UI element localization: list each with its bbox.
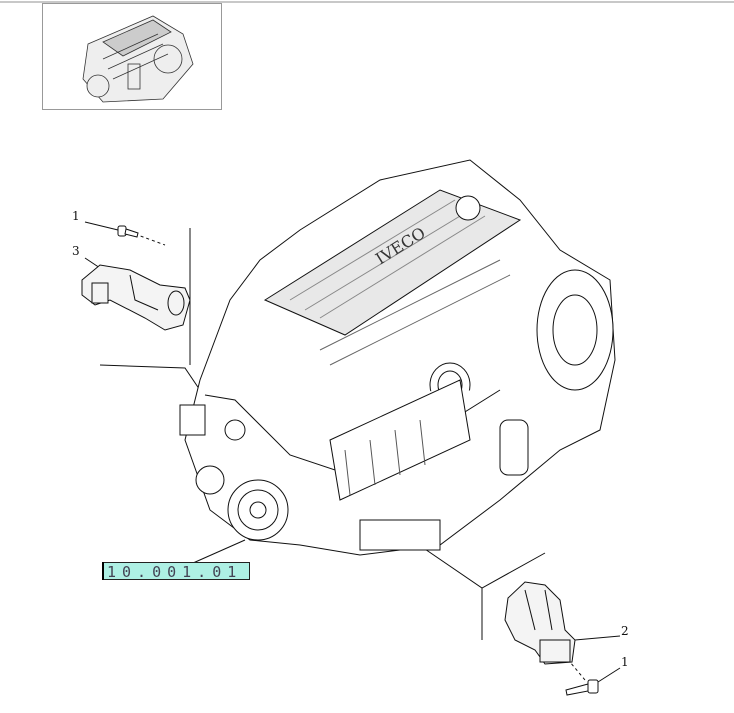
- bracket-top: [81, 264, 191, 331]
- leader-line-bracket-3: [99, 364, 209, 403]
- callout-leader-1-top: [84, 221, 119, 231]
- callout-leader-1-bottom: [597, 667, 621, 683]
- bolt-bottom: [565, 679, 599, 696]
- callout-bracket-bottom: 2: [621, 624, 629, 638]
- callout-bolt-top: 1: [72, 209, 80, 223]
- bolt-top: [117, 225, 139, 238]
- callout-leader-3: [84, 257, 101, 269]
- engine-assembly: IVECO: [179, 159, 616, 556]
- bracket-bottom: [504, 581, 576, 665]
- engine-thumbnail[interactable]: [42, 3, 222, 110]
- callout-leader-2: [574, 635, 621, 641]
- reference-link-10-001-01[interactable]: 10.001.01: [102, 562, 250, 581]
- engine-thumbnail-image: [82, 15, 194, 103]
- top-divider: [0, 1, 734, 3]
- callout-bolt-bottom: 1: [621, 655, 629, 669]
- callout-bracket-top: 3: [72, 244, 80, 258]
